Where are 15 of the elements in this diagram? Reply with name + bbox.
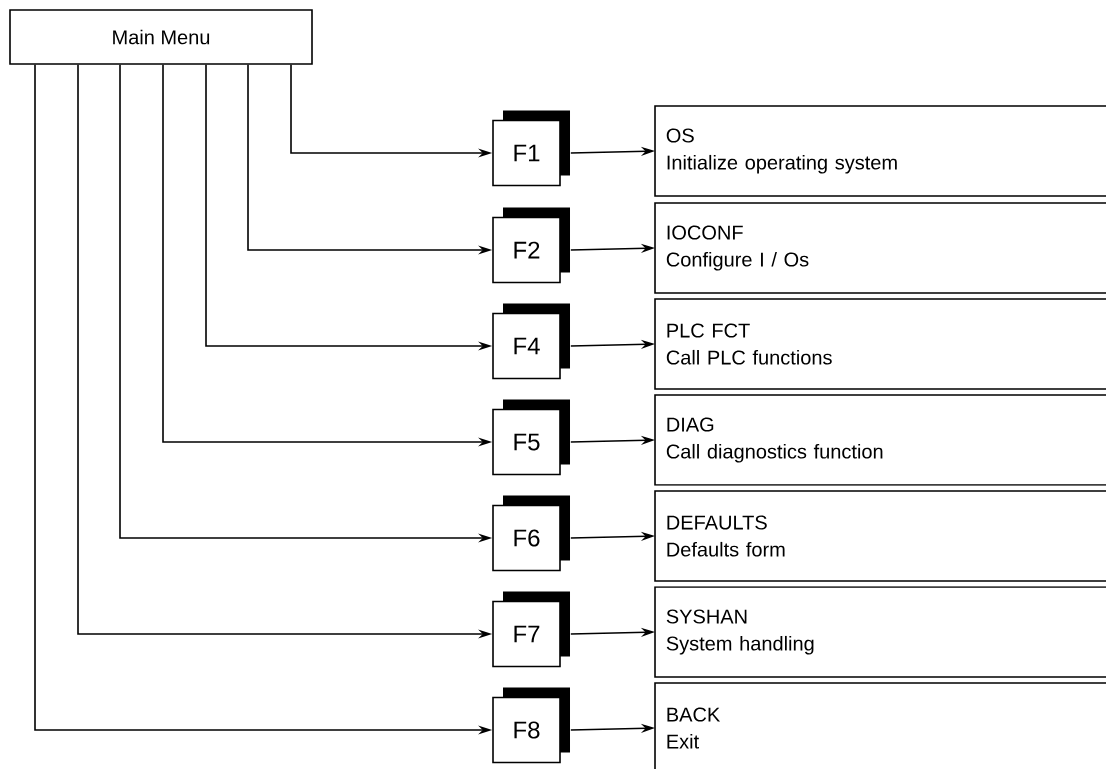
description-box: DIAG Call diagnostics function [654,394,1106,486]
description-box: DEFAULTS Defaults form [654,490,1106,582]
function-key: F1 [492,110,570,187]
description-box: BACK Exit [654,682,1106,769]
description-box: SYSHAN System handling [654,586,1106,678]
function-key: F8 [492,687,570,764]
menu-box: Main Menu [9,9,313,65]
function-key: F2 [492,207,570,284]
description-box: OS Initialize operating system [654,105,1106,197]
function-key: F5 [492,399,570,476]
description-box: PLC FCT Call PLC functions [654,298,1106,390]
function-key: F7 [492,591,570,668]
function-key: F4 [492,303,570,380]
function-key: F6 [492,495,570,572]
description-box: IOCONF Configure I / Os [654,202,1106,294]
